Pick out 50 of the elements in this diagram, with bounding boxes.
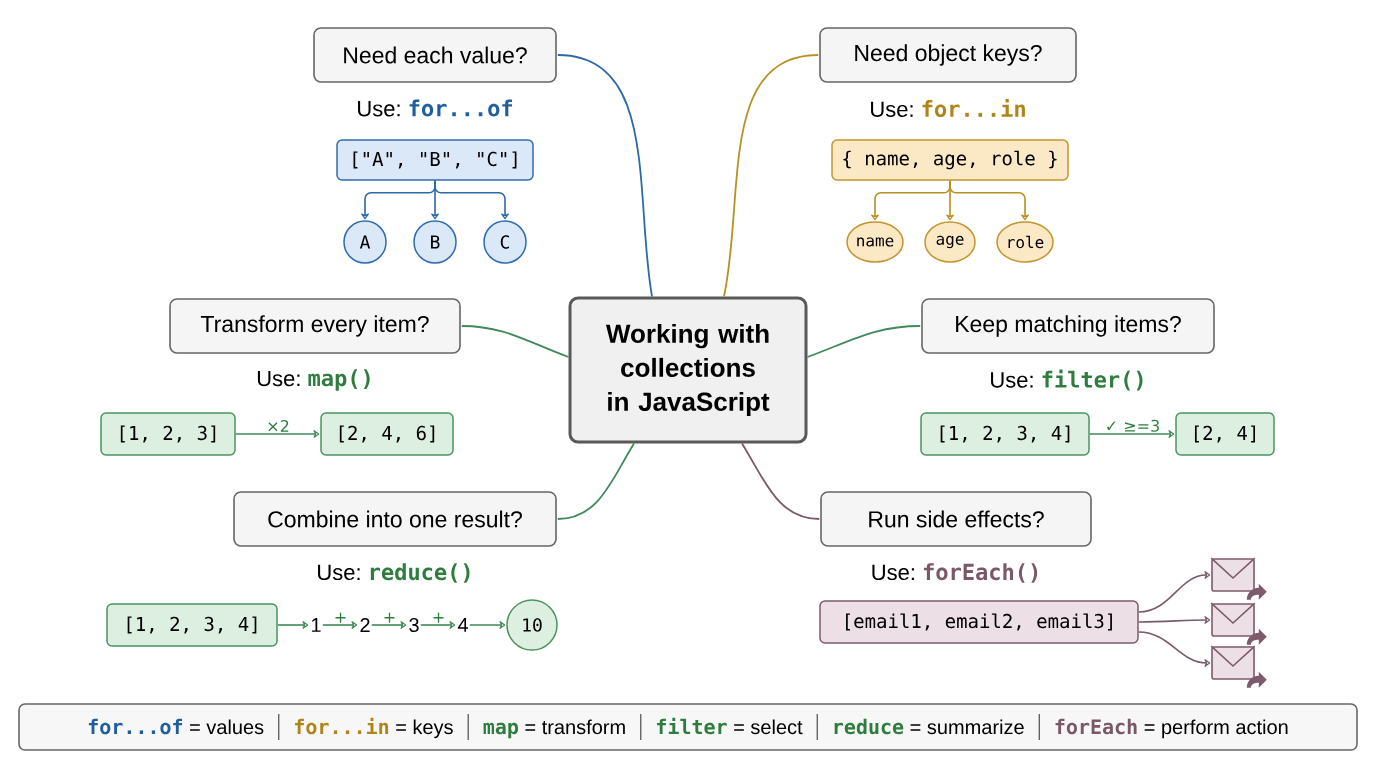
usage-label: Use: for...in	[871, 98, 1025, 118]
arrow	[434, 179, 509, 220]
arrow	[370, 621, 407, 629]
arrow	[419, 621, 456, 629]
code-box: [1, 2, 3, 4]	[920, 412, 1090, 456]
code-box: ["A", "B", "C"]	[336, 139, 534, 181]
envelope-icon	[1210, 645, 1267, 688]
code-box: { name, age, role }	[831, 139, 1069, 181]
key-oval: name	[846, 221, 904, 263]
step-value: 1	[311, 618, 321, 632]
arrow	[949, 179, 1029, 221]
arrow	[1088, 430, 1175, 438]
envelope-icon	[1210, 557, 1267, 600]
key-oval: role	[996, 221, 1054, 263]
usage-label: Use: map()	[257, 369, 370, 391]
arrow	[276, 621, 309, 629]
connector-line	[723, 54, 820, 298]
step-value: 2	[360, 618, 370, 632]
question-box: Keep matching items?	[921, 298, 1215, 354]
arrow	[234, 430, 320, 438]
connector-line	[556, 442, 635, 520]
arrow	[1137, 616, 1211, 624]
arrow	[321, 621, 358, 629]
envelope-icon	[1210, 602, 1267, 645]
arrow	[1137, 571, 1211, 613]
summary-bar: for...of = values for...in = keys map = transform filter = select reduce = summarize forEach = perform action	[18, 703, 1358, 751]
step-value: 3	[409, 617, 419, 633]
key-oval: age	[924, 221, 976, 263]
connector-line	[556, 54, 653, 298]
code-box: [1, 2, 3, 4]	[106, 603, 278, 647]
code-box: [2, 4, 6]	[320, 412, 454, 456]
usage-label: Use: reduce()	[318, 563, 470, 583]
usage-label: Use: filter()	[991, 369, 1143, 391]
question-box: Need object keys?	[819, 27, 1077, 83]
question-box: Combine into one result?	[233, 491, 557, 547]
step-value: 4	[457, 618, 468, 632]
code-box: [2, 4]	[1175, 412, 1275, 456]
question-box: Need each value?	[313, 27, 557, 83]
usage-label: Use: for...of	[358, 99, 513, 117]
code-box: [email1, email2, email3]	[819, 600, 1139, 644]
title-box: Working with collections in JavaScript	[568, 296, 808, 444]
arrow	[1137, 631, 1211, 667]
usage-label: Use: forEach()	[872, 563, 1038, 583]
connector-line	[460, 325, 570, 358]
question-box: Run side effects?	[820, 491, 1092, 547]
arrow	[468, 621, 506, 629]
question-box: Transform every item?	[169, 298, 461, 354]
code-box: [1, 2, 3]	[100, 412, 236, 456]
connector-line	[741, 442, 821, 520]
connector-line	[806, 325, 922, 358]
